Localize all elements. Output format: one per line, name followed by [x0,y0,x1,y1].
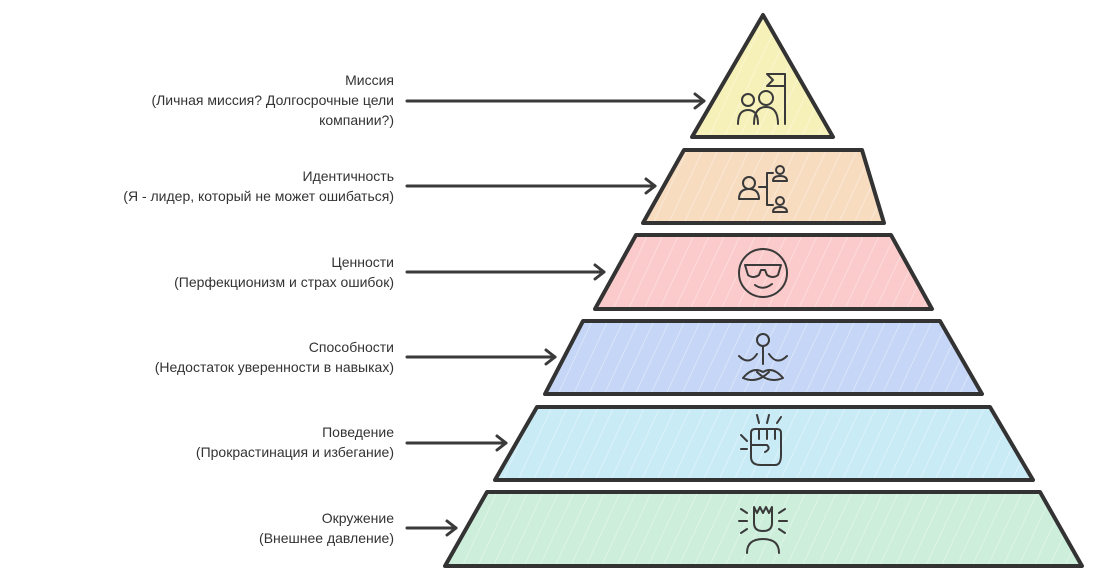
tier-title: Поведение [322,424,394,440]
tier-subtitle-line: (Внешнее давление) [259,530,394,546]
arrow-behavior [405,434,508,452]
tier-label-behavior: Поведение (Прокрастинация и избегание) [54,422,394,462]
stressed-person-icon [738,506,788,554]
meditation-icon [738,333,788,381]
arrow-environment [405,519,458,537]
pyramid-tier-behavior [493,405,1035,482]
pyramid-tier-environment [443,490,1084,568]
tier-label-capabilities: Способности (Недостаток уверенности в на… [54,337,394,377]
tier-title: Способности [308,339,394,355]
arrow-mission [405,92,706,110]
tier-subtitle-line: (Перфекционизм и страх ошибок) [174,274,394,290]
tier-subtitle-line: компании?) [319,112,394,128]
tier-title: Миссия [345,72,394,88]
tier-label-environment: Окружение (Внешнее давление) [54,508,394,548]
pyramid-tier-mission [690,13,835,139]
tier-title: Ценности [331,254,394,270]
tier-subtitle-line: (Недостаток уверенности в навыках) [154,359,394,375]
tier-label-values: Ценности (Перфекционизм и страх ошибок) [54,252,394,292]
leader-hierarchy-icon [738,165,788,213]
fist-icon [740,414,782,466]
tier-subtitle-line: (Личная миссия? Долгосрочные цели [151,92,394,108]
arrow-values [405,263,606,281]
tier-subtitle-line: (Я - лидер, который не может ошибаться) [123,188,394,204]
tier-subtitle-line: (Прокрастинация и избегание) [195,444,394,460]
pyramid-tier-values [593,233,934,311]
sunglasses-face-icon [738,248,788,298]
tier-label-mission: Миссия (Личная миссия? Долгосрочные цели… [54,70,394,130]
arrow-identity [405,177,657,195]
tier-title: Идентичность [302,168,395,184]
tier-title: Окружение [321,510,394,526]
arrow-capabilities [405,348,557,366]
team-flag-icon [737,73,786,125]
tier-label-identity: Идентичность (Я - лидер, который не може… [54,166,394,206]
